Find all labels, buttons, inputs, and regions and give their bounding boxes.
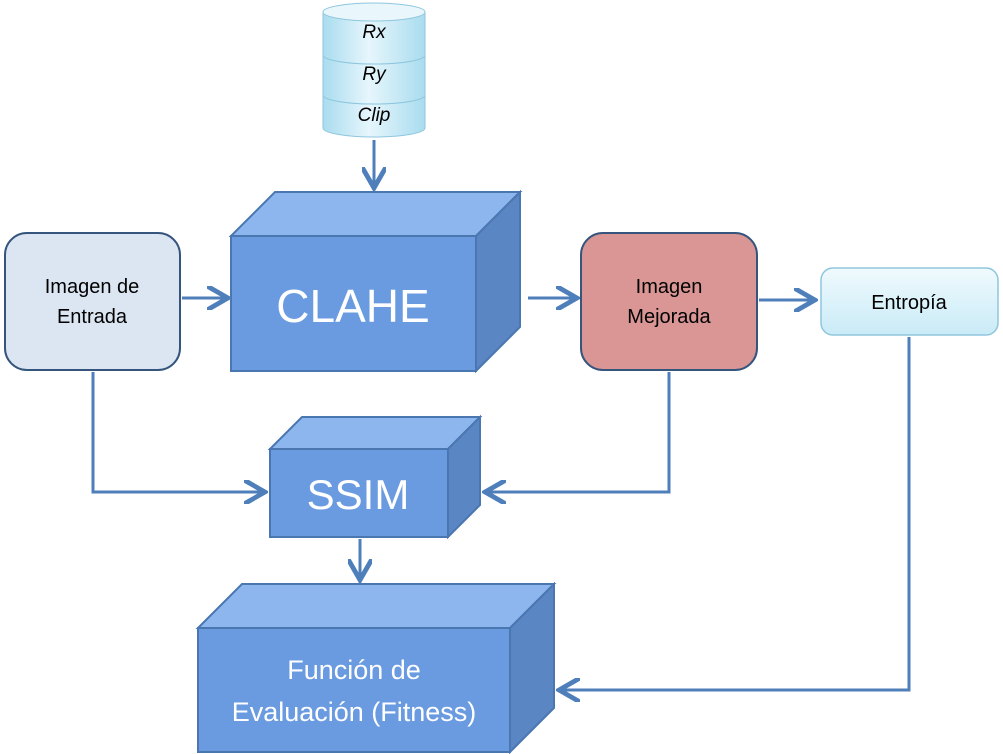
param-rx: Rx [362,22,387,43]
arrow-enhanced-to-ssim [488,372,671,492]
ssim-block: SSIM [267,414,483,540]
fitness-label-line2: Evaluación (Fitness) [232,697,477,727]
parameter-stack: Rx Ry Clip [322,2,426,138]
entropy-label: Entropía [871,292,947,314]
clahe-label: CLAHE [276,280,429,332]
ssim-label: SSIM [307,471,410,518]
arrow-input-to-ssim [91,372,262,492]
input-image-line1: Imagen de [45,276,140,298]
fitness-block: Función de Evaluación (Fitness) [195,581,557,754]
input-image-node: Imagen de Entrada [4,232,181,371]
entropy-node: Entropía [820,267,999,336]
input-image-line2: Entrada [57,306,128,328]
param-ry: Ry [362,64,387,85]
param-clip: Clip [358,105,391,126]
enhanced-image-line2: Mejorada [627,306,711,328]
clahe-block: CLAHE [228,189,523,374]
param-disk-rx [322,2,426,65]
enhanced-image-line1: Imagen [636,276,703,298]
arrow-entropy-to-fitness [562,337,911,690]
fitness-label-line1: Función de [287,655,421,685]
enhanced-image-node: Imagen Mejorada [580,232,758,371]
connectors [91,140,911,690]
